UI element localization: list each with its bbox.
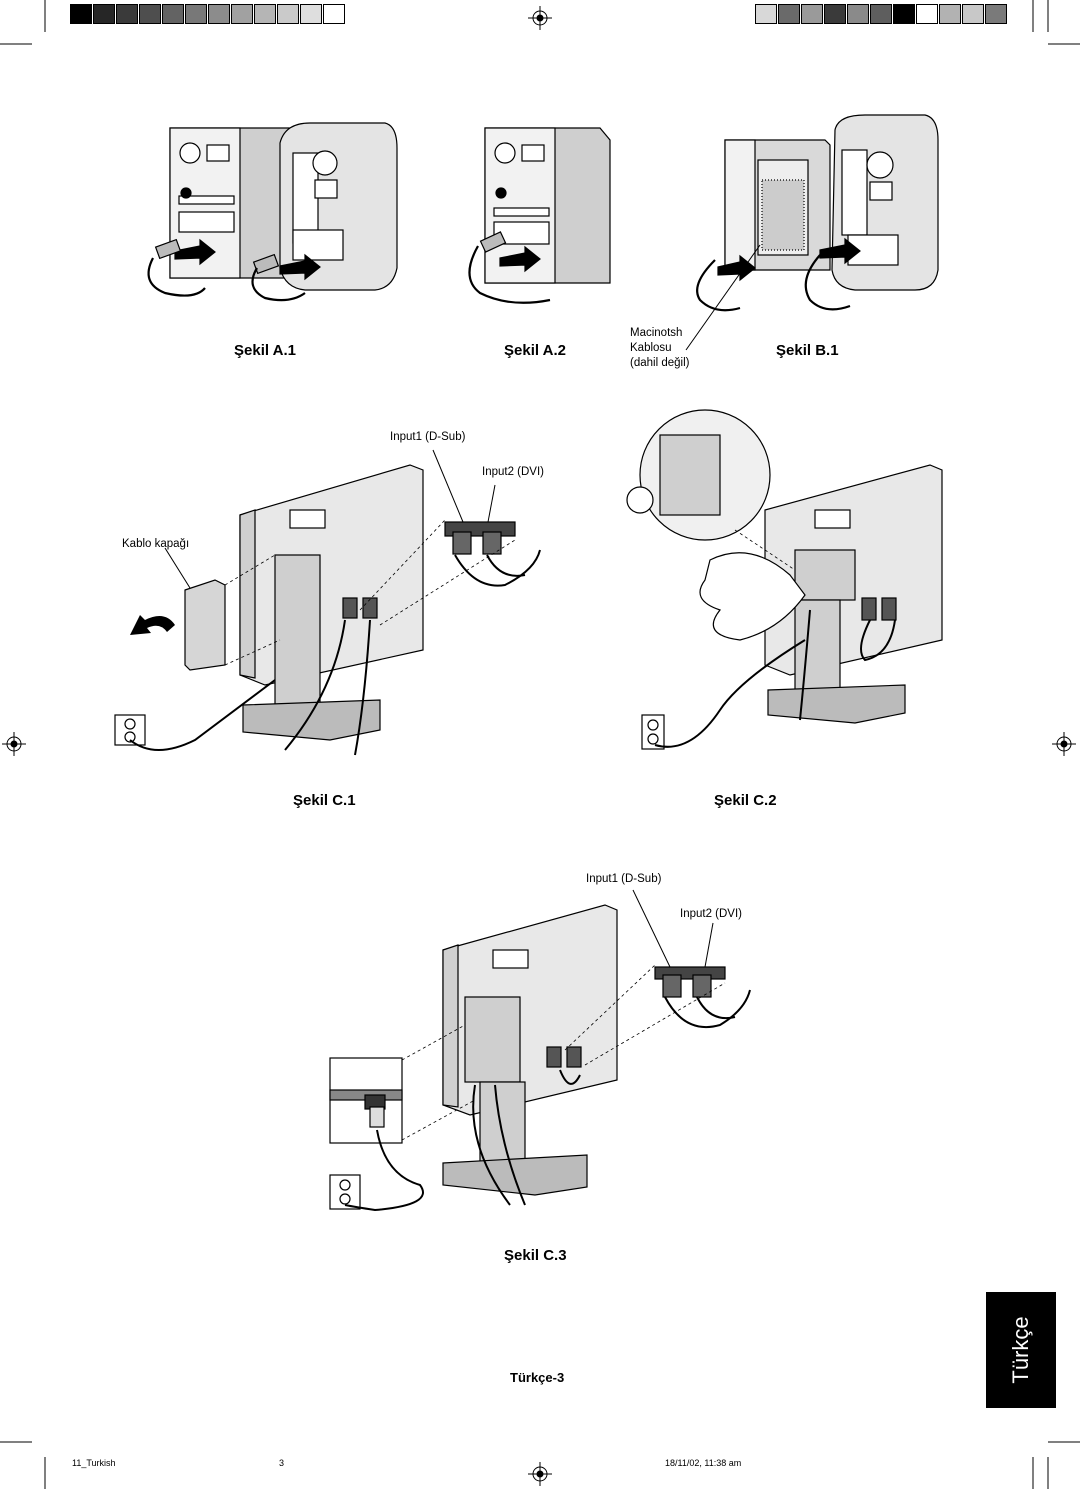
language-side-tab-label: Türkçe xyxy=(1008,1316,1033,1384)
figure-c3-caption: Şekil C.3 xyxy=(504,1247,567,1264)
color-bar-right-swatch xyxy=(962,4,984,24)
footer-page-number: 3 xyxy=(279,1458,285,1468)
figure-b1-illustration xyxy=(685,114,939,351)
color-bar-left-swatch xyxy=(323,4,345,24)
color-bar-right-swatch xyxy=(847,4,869,24)
color-bar-right-swatch xyxy=(985,4,1007,24)
color-bar-right-swatch xyxy=(893,4,915,24)
registration-target-icon xyxy=(528,1462,552,1486)
color-bar-left-swatch xyxy=(162,4,184,24)
figure-a1-illustration xyxy=(147,122,398,302)
language-side-tab: Türkçe xyxy=(986,1292,1056,1408)
color-bar-right-swatch xyxy=(870,4,892,24)
figure-c3-input1-label: Input1 (D-Sub) xyxy=(586,873,662,885)
figure-c2-caption: Şekil C.2 xyxy=(714,792,777,809)
color-bar-left-swatch xyxy=(300,4,322,24)
figure-c1-input2-label: Input2 (DVI) xyxy=(482,466,544,478)
color-bar-right-swatch xyxy=(916,4,938,24)
figure-c1-caption: Şekil C.1 xyxy=(293,792,356,809)
footer-timestamp: 18/11/02, 11:38 am xyxy=(665,1458,742,1468)
figure-b1-label-line1: Macinotsh xyxy=(630,327,683,339)
figure-c1-cover-label: Kablo kapağı xyxy=(122,538,190,550)
color-bar-left-swatch xyxy=(231,4,253,24)
footer-file: 11_Turkish xyxy=(72,1458,116,1468)
registration-target-icon xyxy=(528,6,552,30)
registration-target-icon xyxy=(2,732,26,756)
figure-a2-caption: Şekil A.2 xyxy=(504,342,566,359)
figure-b1-label-line3: (dahil değil) xyxy=(630,357,690,369)
color-bar-left xyxy=(70,0,345,28)
figure-b1-caption: Şekil B.1 xyxy=(776,342,839,359)
color-bar-left-swatch xyxy=(93,4,115,24)
figure-a2-illustration xyxy=(468,127,611,304)
color-bar-left-swatch xyxy=(185,4,207,24)
registration-target-icon xyxy=(1052,732,1076,756)
color-bar-left-swatch xyxy=(277,4,299,24)
color-bar-left-swatch xyxy=(70,4,92,24)
color-bar-right-swatch xyxy=(824,4,846,24)
figure-c3-illustration xyxy=(329,889,751,1212)
figure-c1-illustration xyxy=(114,449,541,756)
color-bar-left-swatch xyxy=(116,4,138,24)
figure-a1-caption: Şekil A.1 xyxy=(234,342,296,359)
figure-b1-label-line2: Kablosu xyxy=(630,342,672,354)
figure-c2-illustration xyxy=(626,409,943,750)
color-bar-right xyxy=(755,0,1015,28)
color-bar-right-swatch xyxy=(939,4,961,24)
color-bar-left-swatch xyxy=(139,4,161,24)
color-bar-right-swatch xyxy=(755,4,777,24)
page-label: Türkçe-3 xyxy=(510,1370,565,1385)
figure-c1-input1-label: Input1 (D-Sub) xyxy=(390,431,466,443)
figure-c3-input2-label: Input2 (DVI) xyxy=(680,908,742,920)
color-bar-left-swatch xyxy=(208,4,230,24)
color-bar-right-swatch xyxy=(801,4,823,24)
color-bar-left-swatch xyxy=(254,4,276,24)
color-bar-right-swatch xyxy=(778,4,800,24)
